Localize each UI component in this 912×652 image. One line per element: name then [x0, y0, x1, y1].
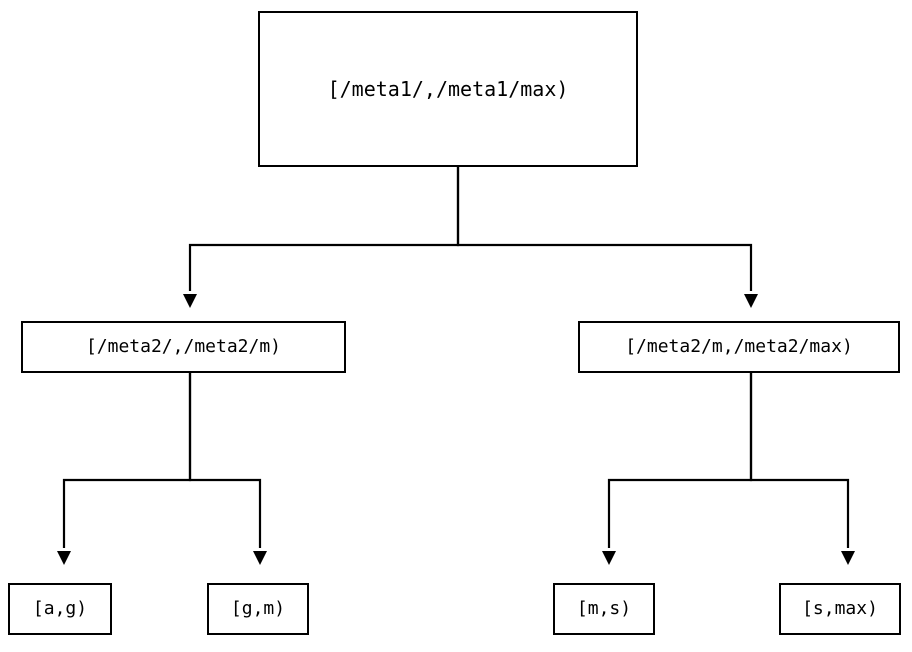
edge-root-to-meta2-high: [456, 167, 753, 291]
tree-node-leaf-smax[interactable]: [s,max): [779, 583, 901, 635]
edge-meta2-low-to-leaf-ag: [62, 373, 192, 548]
edge-meta2-low-to-leaf-gm: [188, 373, 262, 548]
tree-node-meta2-low[interactable]: [/meta2/,/meta2/m): [21, 321, 346, 373]
tree-node-leaf-ag[interactable]: [a,g): [8, 583, 112, 635]
tree-node-meta2-low-label: [/meta2/,/meta2/m): [85, 336, 282, 357]
tree-node-leaf-ms[interactable]: [m,s): [553, 583, 655, 635]
tree-node-meta2-high-label: [/meta2/m,/meta2/max): [625, 336, 853, 357]
edge-root-to-meta2-low: [188, 167, 460, 291]
arrowhead-meta2-high-to-leaf-smax: [841, 551, 855, 565]
edge-meta2-high-to-leaf-smax: [749, 373, 850, 548]
tree-node-leaf-gm-label: [g,m): [230, 598, 286, 619]
tree-node-leaf-ms-label: [m,s): [576, 598, 632, 619]
arrowhead-root-to-meta2-high: [744, 294, 758, 308]
tree-node-root-label: [/meta1/,/meta1/max): [327, 77, 569, 101]
tree-node-leaf-ag-label: [a,g): [32, 598, 88, 619]
tree-node-leaf-smax-label: [s,max): [802, 598, 878, 619]
tree-node-root[interactable]: [/meta1/,/meta1/max): [258, 11, 638, 167]
tree-node-meta2-high[interactable]: [/meta2/m,/meta2/max): [578, 321, 900, 373]
arrowhead-meta2-low-to-leaf-ag: [57, 551, 71, 565]
tree-node-leaf-gm[interactable]: [g,m): [207, 583, 309, 635]
edge-meta2-high-to-leaf-ms: [607, 373, 753, 548]
arrowhead-root-to-meta2-low: [183, 294, 197, 308]
arrowhead-meta2-high-to-leaf-ms: [602, 551, 616, 565]
arrowhead-meta2-low-to-leaf-gm: [253, 551, 267, 565]
